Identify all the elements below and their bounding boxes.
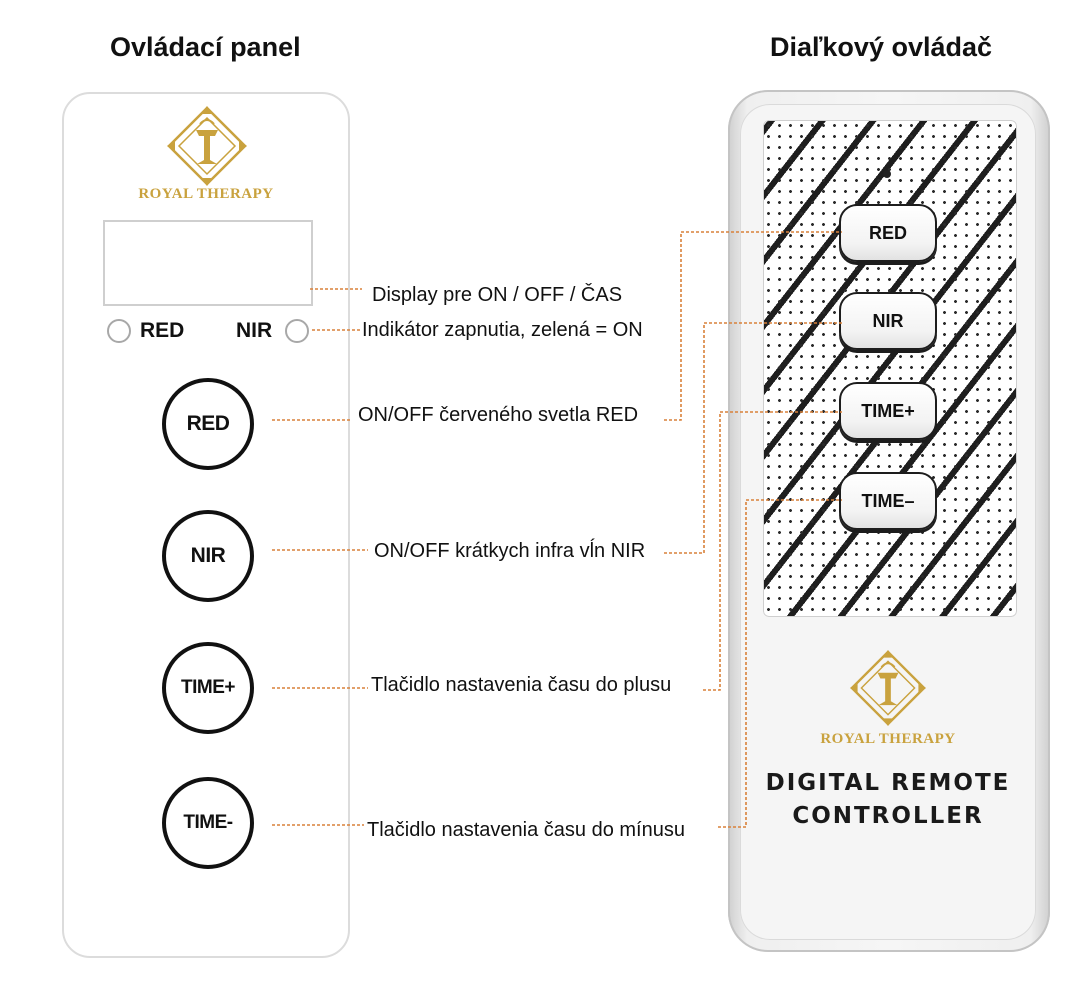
remote-red-leader-line [664,231,842,421]
nir-indicator-light [285,319,309,343]
remote-royal-therapy-logo-icon [850,650,926,726]
panel-brand-name: ROYAL THERAPY [138,186,274,202]
remote-brand-name: ROYAL THERAPY [820,731,956,747]
panel-time-plus-button[interactable]: TIME+ [162,642,254,734]
remote-nir-button[interactable]: NIR [839,292,937,350]
nir-indicator-label: NIR [236,319,273,342]
red-description: ON/OFF červeného svetla RED [358,404,639,426]
indicator-description: Indikátor zapnutia, zelená = ON [362,319,643,341]
panel-nir-button[interactable]: NIR [162,510,254,602]
remote-button-area [763,120,1017,617]
remote-time-plus-leader-line [703,411,842,691]
remote-time-minus-button[interactable]: TIME– [839,472,937,530]
remote-label-line1: DIGITAL REMOTE [765,770,1011,796]
remote-time-minus-leader-line [718,499,842,828]
nir-description: ON/OFF krátkych infra vĺn NIR [374,540,646,562]
remote-heading: Diaľkový ovládač [770,32,993,62]
panel-time-minus-button[interactable]: TIME- [162,777,254,869]
remote-red-button[interactable]: RED [839,204,937,262]
remote-label-line2: CONTROLLER [792,803,984,829]
panel-heading: Ovládací panel [110,32,301,62]
royal-therapy-logo-icon [167,106,247,186]
remote-nir-leader-line [664,322,842,554]
remote-time-plus-button[interactable]: TIME+ [839,382,937,440]
red-indicator-label: RED [140,319,185,342]
time-minus-description: Tlačidlo nastavenia času do mínusu [367,819,685,841]
ir-sensor-icon [883,170,891,178]
time-plus-description: Tlačidlo nastavenia času do plusu [371,674,672,696]
display-description: Display pre ON / OFF / ČAS [372,284,623,306]
panel-display [103,220,313,306]
red-indicator-light [107,319,131,343]
panel-red-button[interactable]: RED [162,378,254,470]
